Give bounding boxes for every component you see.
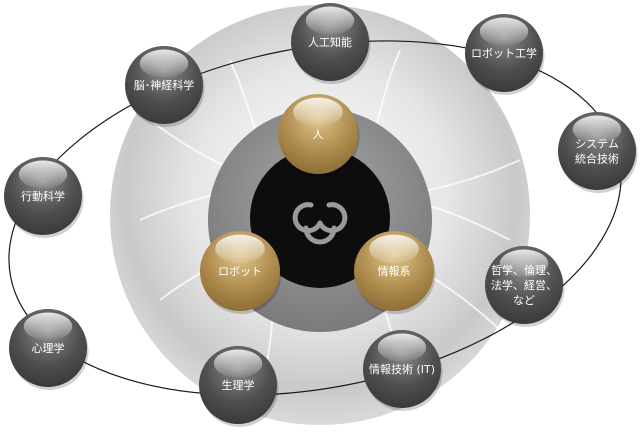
- core-node-joho: 情報系: [354, 231, 436, 314]
- outer-node-it-label: 情報技術 (IT): [369, 363, 435, 376]
- outer-node-philosophy-label: など: [513, 294, 535, 307]
- outer-node-system-gloss: [572, 115, 622, 144]
- outer-node-philosophy-label: 法学、経営、: [491, 278, 557, 292]
- core-node-joho-label: 情報系: [378, 265, 411, 278]
- outer-node-robot-eng-gloss: [479, 17, 529, 46]
- outer-node-physiology: 生理学: [199, 346, 279, 427]
- outer-node-philosophy-label: 哲学、倫理、: [491, 263, 557, 277]
- outer-node-neuro-gloss: [139, 49, 189, 78]
- outer-node-philosophy: 哲学、倫理、法学、経営、など: [485, 246, 565, 327]
- outer-node-behavior-label: 行動科学: [21, 189, 65, 203]
- outer-node-physiology-label: 生理学: [222, 378, 255, 392]
- outer-node-it: 情報技術 (IT): [363, 330, 443, 411]
- core-node-robot: ロボット: [200, 231, 282, 314]
- core-node-robot-label: ロボット: [218, 265, 262, 278]
- outer-node-behavior-gloss: [18, 160, 68, 189]
- outer-node-ai-label: 人工知能: [308, 35, 352, 49]
- center-disc: [250, 148, 390, 288]
- outer-node-it-gloss: [377, 333, 427, 362]
- triple-loop-logo-icon: [292, 202, 348, 245]
- core-node-joho-gloss: [369, 234, 419, 264]
- core-node-hito: 人: [278, 94, 360, 177]
- core-node-hito-gloss: [293, 97, 343, 127]
- outer-node-robot-eng-label: ロボット工学: [471, 46, 537, 60]
- outer-node-physiology-gloss: [213, 349, 263, 378]
- core-node-hito-label: 人: [313, 128, 324, 141]
- outer-node-ai-gloss: [305, 6, 355, 35]
- outer-node-robot-eng: ロボット工学: [465, 14, 545, 95]
- outer-node-system-label: 統合技術: [575, 152, 619, 166]
- core-node-robot-gloss: [215, 234, 265, 264]
- outer-node-philosophy-gloss: [499, 249, 549, 278]
- outer-node-system-label: システム: [575, 138, 619, 151]
- outer-node-neuro: 脳･神経科学: [125, 46, 205, 127]
- outer-node-ai: 人工知能: [291, 3, 371, 84]
- outer-node-behavior: 行動科学: [4, 157, 84, 238]
- outer-node-psychology: 心理学: [9, 309, 89, 390]
- outer-node-neuro-label: 脳･神経科学: [134, 78, 195, 92]
- outer-node-psychology-label: 心理学: [32, 341, 65, 355]
- outer-node-psychology-gloss: [23, 312, 73, 341]
